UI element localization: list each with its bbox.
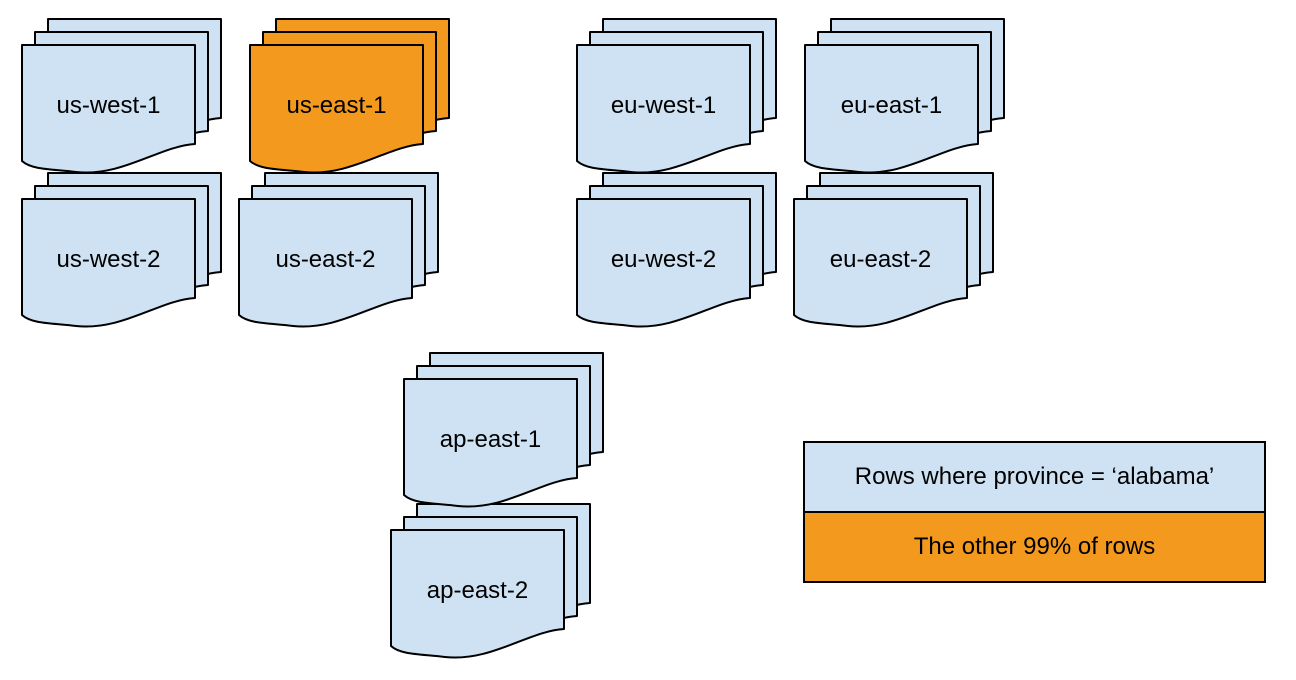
region-label: eu-west-1 (610, 92, 717, 119)
region-label: ap-east-1 (439, 426, 542, 453)
region-stack-us-west-1: us-west-1 (20, 17, 223, 175)
region-stack-eu-west-2: eu-west-2 (575, 171, 778, 329)
region-label: eu-east-2 (829, 246, 932, 273)
region-label: us-east-1 (286, 92, 387, 119)
region-stack-us-east-2: us-east-2 (237, 171, 440, 329)
region-stack-eu-east-1: eu-east-1 (803, 17, 1006, 175)
legend: Rows where province = ‘alabama’ The othe… (803, 441, 1266, 583)
legend-item-label: Rows where province = ‘alabama’ (854, 463, 1215, 490)
region-label: us-west-2 (56, 246, 161, 273)
legend-item-label: The other 99% of rows (913, 533, 1156, 560)
region-label: eu-west-2 (610, 246, 717, 273)
region-stack-ap-east-1: ap-east-1 (402, 351, 605, 509)
legend-item-alabama-rows: Rows where province = ‘alabama’ (805, 443, 1264, 511)
region-label: us-west-1 (56, 92, 161, 119)
region-stack-eu-west-1: eu-west-1 (575, 17, 778, 175)
region-stack-eu-east-2: eu-east-2 (792, 171, 995, 329)
region-stack-ap-east-2: ap-east-2 (389, 502, 592, 660)
region-stack-us-east-1: us-east-1 (248, 17, 451, 175)
legend-item-other-rows: The other 99% of rows (805, 511, 1264, 581)
region-label: ap-east-2 (426, 577, 529, 604)
region-label: us-east-2 (275, 246, 376, 273)
region-stack-us-west-2: us-west-2 (20, 171, 223, 329)
region-label: eu-east-1 (840, 92, 943, 119)
